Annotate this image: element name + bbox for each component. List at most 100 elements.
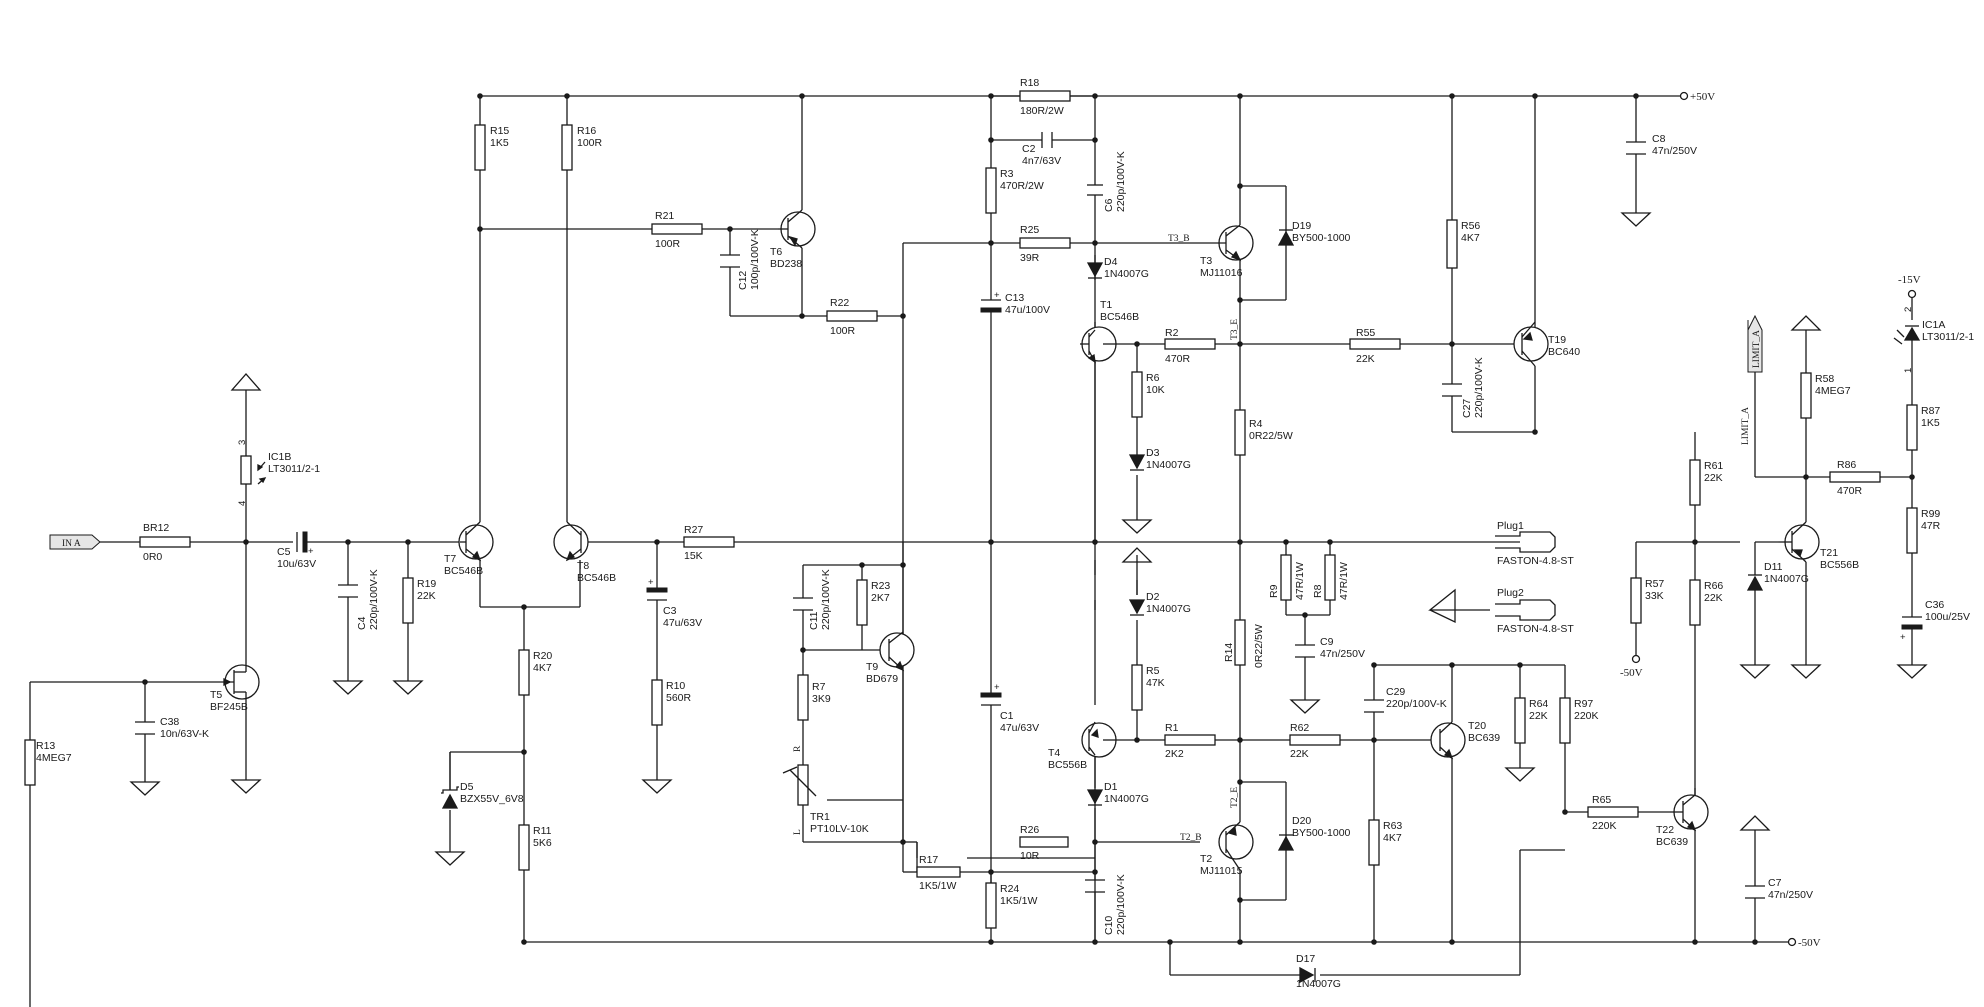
- svg-text:100R: 100R: [577, 137, 603, 149]
- svg-text:R97: R97: [1574, 698, 1593, 710]
- svg-text:15K: 15K: [684, 550, 703, 562]
- svg-text:4K7: 4K7: [1461, 232, 1480, 244]
- svg-text:22K: 22K: [1356, 353, 1375, 365]
- svg-text:180R/2W: 180R/2W: [1020, 105, 1064, 117]
- svg-text:BC556B: BC556B: [1048, 759, 1087, 771]
- svg-text:T6: T6: [770, 246, 782, 258]
- resistor-r6: R6 10K: [1131, 371, 1165, 418]
- svg-text:BZX55V_6V8: BZX55V_6V8: [460, 793, 524, 805]
- svg-text:BC556B: BC556B: [1820, 559, 1859, 571]
- resistor-r55: R55 22K: [1349, 327, 1401, 365]
- resistor-r15: R15 1K5: [474, 124, 509, 171]
- svg-text:0R0: 0R0: [143, 551, 162, 563]
- svg-text:C29: C29: [1386, 686, 1405, 698]
- capacitor-c2: C2 4n7/63V: [1022, 132, 1061, 167]
- svg-text:BR12: BR12: [143, 522, 169, 534]
- svg-text:IC1A: IC1A: [1922, 319, 1945, 331]
- limit-port-label: LIMIT_A: [1752, 330, 1762, 368]
- svg-text:1N4007G: 1N4007G: [1296, 978, 1341, 990]
- svg-text:47u/63V: 47u/63V: [1000, 722, 1039, 734]
- svg-text:BF245B: BF245B: [210, 701, 248, 713]
- svg-text:R2: R2: [1165, 327, 1179, 339]
- resistor-r62: R62 22K: [1289, 722, 1341, 760]
- svg-text:BC546B: BC546B: [577, 572, 616, 584]
- svg-text:C4: C4: [356, 616, 368, 630]
- svg-text:C27: C27: [1461, 399, 1473, 418]
- svg-text:T4: T4: [1048, 747, 1060, 759]
- svg-text:1K5/1W: 1K5/1W: [1000, 895, 1037, 907]
- svg-text:4: 4: [237, 501, 248, 506]
- transistor-t19: T19 BC640: [1513, 321, 1580, 367]
- resistor-r87: R87 1K5: [1906, 404, 1940, 451]
- svg-text:R20: R20: [533, 650, 552, 662]
- resistor-r25: R25 39R: [1019, 224, 1071, 264]
- net-label-t2e: T2_E: [1230, 787, 1240, 808]
- transistor-t4: T4 BC556B: [1048, 721, 1117, 771]
- svg-text:1N4007G: 1N4007G: [1146, 459, 1191, 471]
- capacitor-c13: + C13 47u/100V: [980, 290, 1050, 316]
- neg50-small-terminal: -50V: [1620, 654, 1643, 679]
- svg-text:T3: T3: [1200, 255, 1212, 267]
- svg-text:R13: R13: [36, 740, 55, 752]
- svg-text:FASTON-4.8-ST: FASTON-4.8-ST: [1497, 555, 1574, 567]
- svg-text:R8: R8: [1312, 584, 1324, 598]
- svg-text:C3: C3: [663, 605, 677, 617]
- transistor-t2: T2 MJ11015: [1200, 821, 1254, 877]
- resistor-r99: R99 47R: [1906, 507, 1941, 554]
- svg-text:D17: D17: [1296, 953, 1315, 965]
- resistor-br12: BR12 0R0: [139, 522, 191, 563]
- svg-text:R61: R61: [1704, 460, 1723, 472]
- svg-text:C36: C36: [1925, 599, 1944, 611]
- svg-text:0R22/5W: 0R22/5W: [1253, 624, 1265, 668]
- svg-text:R7: R7: [812, 681, 826, 693]
- svg-text:PT10LV-10K: PT10LV-10K: [810, 823, 869, 835]
- svg-text:T20: T20: [1468, 720, 1486, 732]
- ground-symbols: [129, 212, 1928, 866]
- svg-text:C9: C9: [1320, 636, 1334, 648]
- svg-text:22K: 22K: [1290, 748, 1309, 760]
- svg-text:2K2: 2K2: [1165, 748, 1184, 760]
- neg-rail-label: -50V: [1798, 937, 1821, 949]
- capacitor-c27: C27 220p/100V-K: [1442, 357, 1485, 418]
- svg-text:LT3011/2-1: LT3011/2-1: [268, 463, 320, 475]
- svg-text:BC639: BC639: [1468, 732, 1500, 744]
- svg-text:R15: R15: [490, 125, 509, 137]
- svg-text:220p/100V-K: 220p/100V-K: [1473, 357, 1485, 418]
- neg50-small-label: -50V: [1620, 667, 1643, 679]
- svg-text:BY500-1000: BY500-1000: [1292, 232, 1351, 244]
- svg-text:T22: T22: [1656, 824, 1674, 836]
- trimmer-tr1: TR1 PT10LV-10K R L: [782, 745, 869, 835]
- svg-text:D1: D1: [1104, 781, 1118, 793]
- diode-d19: D19 BY500-1000: [1277, 220, 1351, 246]
- resistor-r16: R16 100R: [561, 124, 603, 171]
- svg-text:R1: R1: [1165, 722, 1179, 734]
- svg-text:1N4007G: 1N4007G: [1146, 603, 1191, 615]
- svg-text:5K6: 5K6: [533, 837, 552, 849]
- svg-text:MJ11016: MJ11016: [1200, 267, 1243, 279]
- svg-text:C7: C7: [1768, 877, 1782, 889]
- capacitor-c36: + C36 100u/25V: [1900, 599, 1970, 643]
- svg-text:100R: 100R: [830, 325, 856, 337]
- svg-text:R17: R17: [919, 854, 938, 866]
- svg-text:47R/1W: 47R/1W: [1294, 562, 1306, 600]
- svg-text:BC546B: BC546B: [1100, 311, 1139, 323]
- svg-text:470R/2W: 470R/2W: [1000, 180, 1044, 192]
- svg-text:C12: C12: [737, 271, 749, 290]
- svg-text:R9: R9: [1268, 584, 1280, 598]
- svg-text:Plug1: Plug1: [1497, 520, 1524, 532]
- svg-text:1: 1: [1903, 368, 1914, 373]
- svg-text:C2: C2: [1022, 143, 1036, 155]
- svg-text:+: +: [994, 682, 1000, 693]
- pos-rail-terminal: +50V: [1679, 91, 1715, 103]
- svg-text:560R: 560R: [666, 692, 692, 704]
- svg-text:R14: R14: [1223, 643, 1235, 662]
- svg-text:L: L: [793, 829, 803, 835]
- capacitor-c9: C9 47n/250V: [1295, 636, 1365, 660]
- diode-d5: D5 BZX55V_6V8: [441, 781, 524, 809]
- svg-text:D20: D20: [1292, 815, 1311, 827]
- resistor-r56: R56 4K7: [1446, 219, 1480, 269]
- svg-text:470R: 470R: [1165, 353, 1191, 365]
- svg-text:3K9: 3K9: [812, 693, 831, 705]
- diode-d1: D1 1N4007G: [1086, 781, 1149, 806]
- resistor-r61: R61 22K: [1689, 459, 1723, 506]
